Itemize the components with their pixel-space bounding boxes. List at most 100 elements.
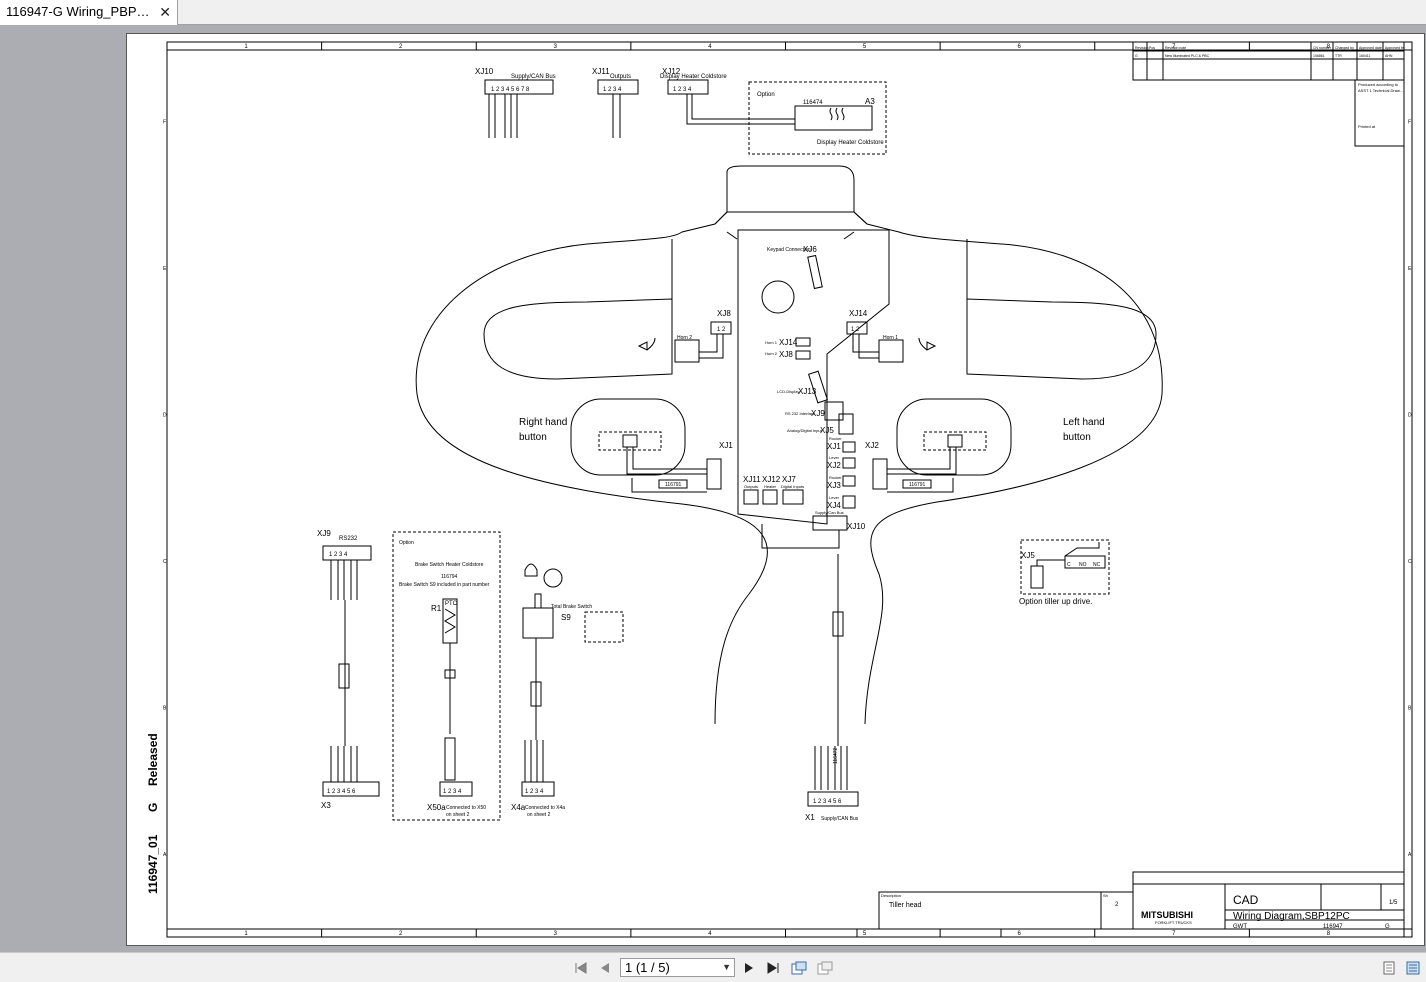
title-block (1132, 871, 1405, 930)
last-page-icon[interactable] (764, 959, 782, 977)
label-xj11: XJ11 (592, 67, 610, 76)
label-rocker-2: Rocker (829, 475, 842, 480)
column-number-top-3: 3 (554, 44, 558, 50)
chevron-down-icon: ▼ (722, 962, 731, 972)
right-hand-button-pad (570, 398, 686, 476)
label-pcb-heater: Heater (764, 484, 777, 489)
row-letter-right-D: D (1408, 412, 1412, 418)
option-box-brake-heater (392, 531, 501, 821)
label-left-hand: Left hand (1063, 417, 1105, 428)
revision-cell: New Illuminated PLC & PBC (1165, 54, 1210, 58)
label-rocker-1: Rocker (829, 436, 842, 441)
parking-icon (543, 568, 563, 588)
bottom-toolbar: 1 (1 / 5) ▼ (0, 952, 1426, 982)
label-lever-2: Lever (829, 495, 840, 500)
revision-cell: G (1135, 54, 1138, 58)
page-selector[interactable]: 1 (1 / 5) ▼ (620, 958, 735, 977)
xj6-keypad-connector (807, 254, 823, 290)
column-number-top-8: 8 (1327, 44, 1331, 50)
label-wire-left: 116791 (909, 482, 926, 488)
a3-heater (794, 105, 873, 131)
label-x1-pins: 1 2 3 4 5 6 (813, 799, 842, 805)
label-pcb-xj7: XJ7 (782, 475, 796, 484)
side-status-text: Released (146, 733, 160, 786)
column-number-bottom-3: 3 (554, 931, 558, 937)
x3-connector (322, 781, 380, 797)
label-x3-pins: 1 2 3 4 5 6 (327, 789, 356, 795)
title-edition: G (1385, 924, 1390, 930)
label-lcd: LCD-Display (777, 389, 799, 394)
label-xj10-title: Supply/CAN Bus (511, 74, 556, 80)
label-xj11-pins: 1 2 3 4 (603, 87, 622, 93)
revision-cell: Revision (1135, 46, 1148, 50)
option-box-a3 (748, 81, 887, 155)
label-xj5-c: C (1067, 562, 1071, 568)
label-keypad: Keypad Connection (767, 247, 811, 253)
label-xj14-pins: 1 2 (851, 327, 860, 333)
horn-right-icon (637, 337, 656, 351)
horn-left-icon (918, 337, 937, 351)
document-tab-label: 116947-G Wiring_PBP1... (6, 4, 154, 19)
label-pcb-xj10: XJ10 (847, 522, 866, 531)
row-letter-left-F: F (163, 119, 166, 125)
fit-page-icon[interactable] (790, 959, 808, 977)
next-page-icon[interactable] (740, 959, 758, 977)
side-revision: G (146, 803, 160, 812)
xj11-connector (597, 79, 639, 95)
label-pcb-xj3: XJ3 (827, 481, 841, 490)
label-pcb-xj2: XJ2 (827, 461, 841, 470)
label-pcb-digital: Digital Inputs (781, 484, 804, 489)
side-doc-number: 116947_01 (146, 834, 160, 894)
label-x50a-conn: Connected to X50 (446, 805, 486, 811)
label-brake-note: Brake Switch S9 included in part number (399, 582, 490, 588)
fit-width-icon[interactable] (816, 959, 834, 977)
xj13-lcd-connector (807, 370, 829, 404)
tab-bar: 116947-G Wiring_PBP1... ✕ (0, 0, 1426, 25)
label-x4a: X4a (511, 803, 526, 812)
right-handle (483, 298, 673, 380)
label-xj12-pins: 1 2 3 4 (673, 87, 692, 93)
frame-outer (166, 41, 1413, 938)
close-icon[interactable]: ✕ (159, 4, 171, 20)
prev-page-icon[interactable] (596, 959, 614, 977)
column-number-top-5: 5 (863, 44, 867, 50)
row-letter-left-A: A (163, 852, 167, 858)
label-produced: Produced according to (1358, 82, 1399, 87)
label-pcb-outputs: Outputs (744, 484, 758, 489)
column-number-top-1: 1 (244, 44, 248, 50)
document-tab[interactable]: 116947-G Wiring_PBP1... ✕ (0, 0, 178, 25)
label-pcb-xj12: XJ12 (762, 475, 781, 484)
continuous-page-icon[interactable] (1404, 959, 1422, 977)
xj2-connector (872, 458, 888, 490)
row-letter-right-E: E (1408, 266, 1412, 272)
xj12-connector (667, 79, 709, 95)
first-page-icon[interactable] (572, 959, 590, 977)
label-x4a-sheet: on sheet 2 (527, 812, 551, 818)
label-x50a: X50a (427, 803, 446, 812)
label-x3: X3 (321, 801, 331, 810)
single-page-icon[interactable] (1380, 959, 1398, 977)
x1-connector (807, 791, 859, 807)
title-sheet-of: 1/5 (1389, 900, 1398, 906)
row-letter-left-C: C (163, 559, 167, 565)
column-number-top-7: 7 (1172, 44, 1176, 50)
label-right-button: button (519, 432, 547, 443)
column-number-top-6: 6 (1017, 44, 1021, 50)
column-number-bottom-2: 2 (399, 931, 403, 937)
label-xj5-no: NO (1079, 562, 1087, 568)
xj10-connector (484, 79, 554, 95)
label-xj9-pins: 1 2 3 4 (329, 552, 348, 558)
label-option-a3: Option (757, 92, 775, 98)
label-pcb-xj1: XJ1 (827, 442, 841, 451)
label-option-brake: Option (399, 540, 414, 546)
label-right-hand: Right hand (519, 417, 567, 428)
label-s9: S9 (561, 613, 571, 622)
label-a3-number: 116474 (803, 100, 823, 106)
label-xj5-nc: NC (1093, 562, 1101, 568)
title-main: Wiring Diagram,SBP12PC (1233, 911, 1350, 922)
horn1-switch (878, 339, 904, 363)
